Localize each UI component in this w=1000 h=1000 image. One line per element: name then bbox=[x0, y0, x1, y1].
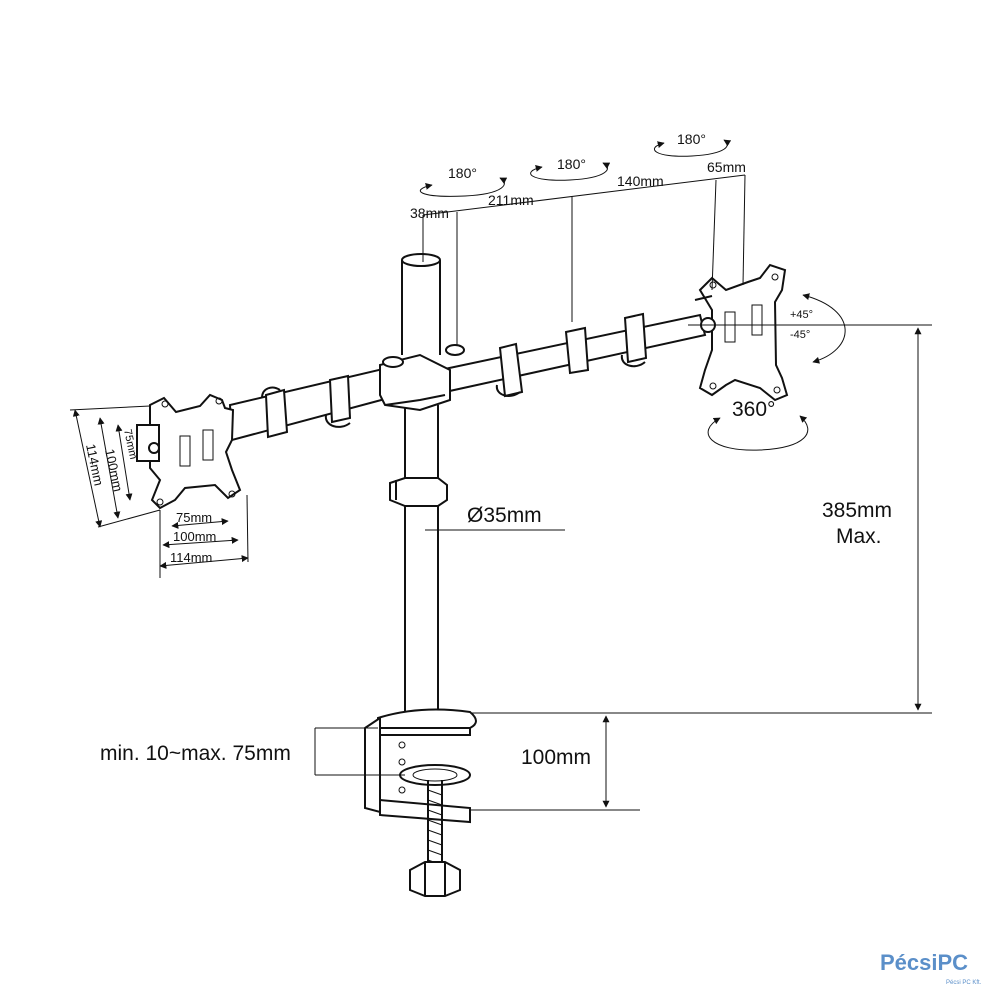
rotation-arrow-joint-2 bbox=[530, 162, 611, 181]
pole-height-value: 385mm bbox=[822, 499, 892, 522]
top-dimension-lines bbox=[422, 174, 746, 345]
arm-segment-2-label: 140mm bbox=[617, 173, 664, 189]
clamp-height-dimension bbox=[470, 715, 640, 811]
rotation-joint-2-label: 180° bbox=[557, 156, 586, 172]
rotation-arrow-joint-1 bbox=[419, 177, 508, 197]
tilt-arrow bbox=[802, 293, 846, 364]
right-vesa-plate bbox=[694, 263, 789, 402]
vesa-h-75-label: 75mm bbox=[176, 510, 212, 525]
pole-height-note: Max. bbox=[836, 525, 882, 548]
tilt-up-label: +45° bbox=[790, 309, 813, 321]
vesa-horizontal-dimensions bbox=[159, 494, 249, 578]
vesa-h-100-label: 100mm bbox=[173, 529, 216, 544]
desk-clamp bbox=[364, 708, 477, 897]
watermark-tagline: Pécsi PC Kft. bbox=[946, 980, 982, 986]
watermark-logo: PécsiPC Pécsi PC Kft. bbox=[880, 950, 982, 986]
swivel-label: 360° bbox=[732, 398, 775, 421]
pole-diameter-label: Ø35mm bbox=[467, 504, 542, 527]
rotation-arrow-joint-3 bbox=[653, 139, 732, 157]
left-vesa-plate bbox=[136, 393, 242, 510]
arm-assembly bbox=[228, 312, 707, 442]
clamp-thickness-label: min. 10~max. 75mm bbox=[100, 742, 291, 765]
tilt-down-label: -45° bbox=[790, 329, 810, 341]
pole bbox=[389, 253, 448, 712]
head-offset-label: 65mm bbox=[707, 159, 746, 175]
rotation-joint-1-label: 180° bbox=[448, 165, 477, 181]
watermark-brand: PécsiPC bbox=[880, 950, 968, 975]
vesa-h-114-label: 114mm bbox=[170, 550, 212, 565]
vesa-vertical-dimensions bbox=[69, 405, 161, 528]
clamp-height-label: 100mm bbox=[521, 746, 591, 769]
height-dimension bbox=[470, 324, 932, 714]
rotation-joint-3-label: 180° bbox=[677, 131, 706, 147]
clamp-thickness-dimension bbox=[314, 727, 405, 776]
pole-offset-label: 38mm bbox=[410, 205, 449, 221]
arm-segment-1-label: 211mm bbox=[488, 192, 534, 208]
swivel-arrow bbox=[707, 415, 809, 451]
